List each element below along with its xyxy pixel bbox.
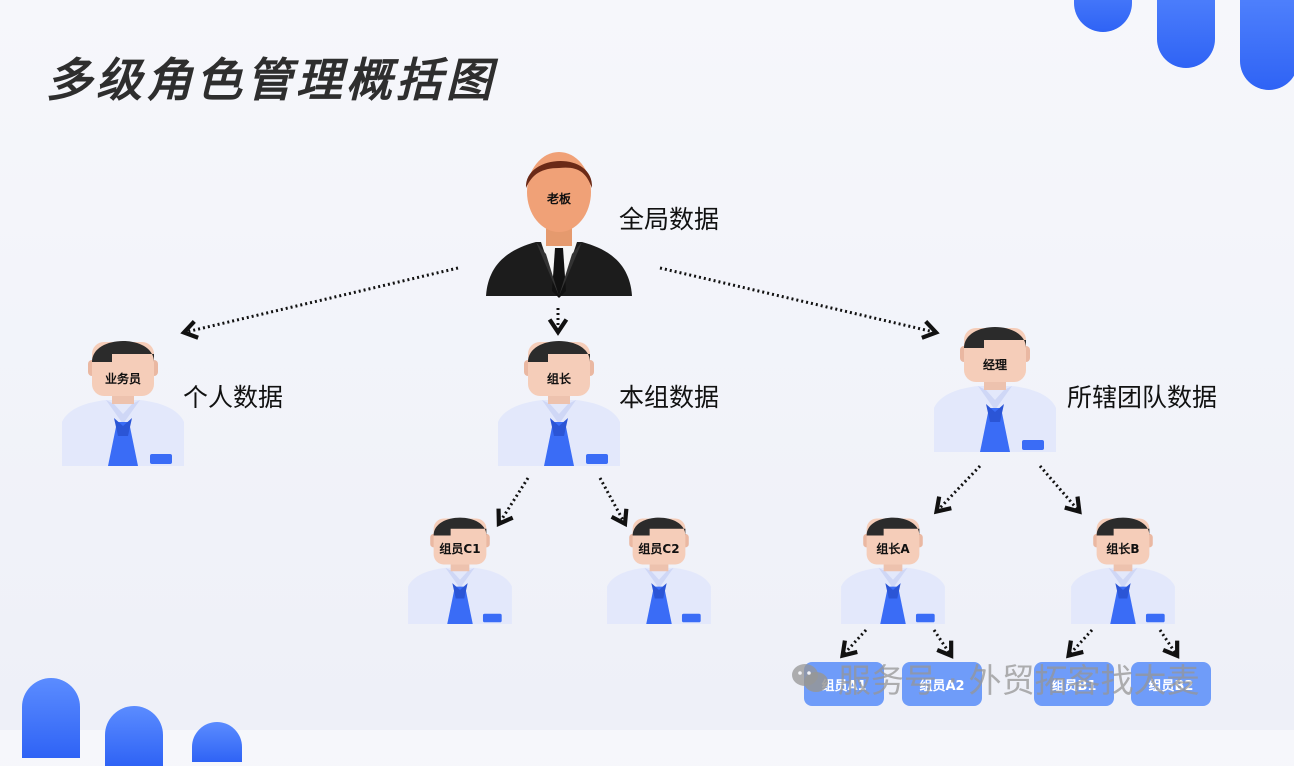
member-c1-label: 组员C1 xyxy=(439,542,481,556)
watermark-text: 服务号 · 外贸拓客找大麦 xyxy=(838,661,1200,700)
arrow-manager-b xyxy=(1038,465,1082,515)
arrow-b-b1 xyxy=(1066,628,1094,659)
boss-label: 老板 xyxy=(546,192,571,206)
arrow-boss-salesman xyxy=(180,266,459,340)
lead-b-avatar: 组长B xyxy=(1071,510,1175,624)
arrow-lead-c1 xyxy=(496,477,530,527)
member-a1-box: 组员A1 xyxy=(804,662,884,706)
arrow-manager-a xyxy=(933,464,982,515)
team-lead-avatar: 组长 xyxy=(498,332,620,466)
watermark: 服务号 · 外贸拓客找大麦 xyxy=(790,654,1199,702)
member-b1-box: 组员B1 xyxy=(1034,662,1114,706)
salesman-scope: 个人数据 xyxy=(183,383,284,412)
manager-avatar: 经理 xyxy=(934,318,1056,452)
boss-scope: 全局数据 xyxy=(619,205,720,234)
decor-pill xyxy=(1240,0,1294,90)
page-title: 多级角色管理概括图 xyxy=(46,53,496,107)
manager-scope: 所辖团队数据 xyxy=(1067,383,1218,412)
lead-b-label: 组长B xyxy=(1106,542,1140,556)
member-a2-box: 组员A2 xyxy=(902,662,982,706)
lead-a-label: 组长A xyxy=(876,542,910,556)
arrow-a-a1 xyxy=(840,628,868,659)
boss-avatar: 老板 xyxy=(486,146,632,306)
member-b2-box: 组员B2 xyxy=(1131,662,1211,706)
team-lead-label: 组长 xyxy=(546,372,571,386)
arrow-boss-manager xyxy=(659,266,940,340)
member-c1-avatar: 组员C1 xyxy=(408,510,512,624)
arrow-a-a2 xyxy=(932,629,954,659)
decor-pill xyxy=(1157,0,1215,68)
member-c2-avatar: 组员C2 xyxy=(607,510,711,624)
arrow-b-b2 xyxy=(1158,629,1180,659)
connector-lines xyxy=(180,266,1180,659)
wechat-icon xyxy=(792,664,828,692)
arrow-lead-c2 xyxy=(598,477,629,528)
salesman-label: 业务员 xyxy=(104,372,141,386)
salesman-avatar: 业务员 xyxy=(62,332,184,466)
lead-a-avatar: 组长A xyxy=(841,510,945,624)
team-lead-scope: 本组数据 xyxy=(619,383,720,412)
member-c2-label: 组员C2 xyxy=(638,542,680,556)
manager-label: 经理 xyxy=(982,358,1007,372)
